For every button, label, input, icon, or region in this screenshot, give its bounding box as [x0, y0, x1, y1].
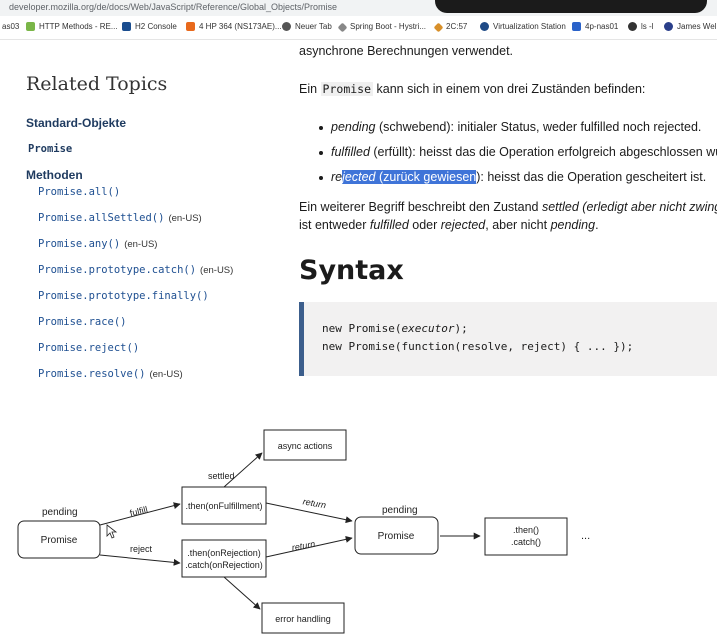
code-line-2: new Promise(function(resolve, reject) { …: [322, 340, 634, 353]
arrow-fulfill: [99, 502, 181, 526]
label-fulfill: fulfill: [129, 504, 149, 518]
node-catch-label: .catch(): [511, 537, 541, 547]
inline-code: Promise: [320, 82, 374, 96]
sidebar-item-promise-catch[interactable]: Promise.prototype.catch()(en-US): [38, 264, 234, 276]
mouse-cursor-icon: [106, 524, 118, 539]
node-async-actions: [263, 429, 347, 461]
bookmark-item[interactable]: HTTP Methods - RE...: [26, 22, 118, 31]
label-pending-right: pending: [382, 505, 418, 516]
node-then-fulfillment-label: .then(onFulfillment): [185, 501, 262, 511]
arrow-to-async-actions: [223, 452, 263, 488]
code-line-1: new Promise(executor);: [322, 322, 468, 335]
sidebar-methods-heading: Methoden: [26, 168, 83, 182]
node-then-label: .then(): [513, 525, 539, 535]
node-promise-right: [354, 516, 439, 555]
bookmark-item[interactable]: 4 HP 364 (NS173AE)...: [186, 22, 282, 31]
label-return-2: return: [291, 539, 316, 553]
bookmark-item[interactable]: as03: [2, 22, 20, 31]
sidebar-section-standard-objects[interactable]: Standard-Objekte: [26, 116, 127, 130]
paragraph-settled-2: ist entweder fulfilled oder rejected, ab…: [299, 218, 599, 232]
sidebar-item-promise-any[interactable]: Promise.any()(en-US): [38, 238, 158, 250]
bookmark-icon: [186, 22, 195, 31]
bullet: [319, 151, 323, 155]
node-error-handling: [261, 602, 345, 634]
bookmark-item[interactable]: Neuer Tab: [282, 22, 332, 31]
bookmark-icon: [628, 22, 637, 31]
url-text: developer.mozilla.org/de/docs/Web/JavaSc…: [9, 2, 337, 12]
node-catch-rejection-label: .catch(onRejection): [185, 560, 263, 570]
globe-icon: [282, 22, 291, 31]
bookmark-icon: [572, 22, 581, 31]
bookmark-icon: [122, 22, 131, 31]
bookmark-icon: [337, 22, 348, 33]
ellipsis: ...: [581, 530, 590, 542]
bookmarks-bar: as03 HTTP Methods - RE... H2 Console 4 H…: [0, 16, 717, 40]
node-promise-left: [17, 520, 101, 559]
arrow-return-reject: [265, 535, 353, 558]
code-block[interactable]: new Promise(executor); new Promise(funct…: [299, 302, 717, 376]
paragraph-intro: Ein Promise kann sich in einem von drei …: [299, 82, 646, 96]
node-promise-right-label: Promise: [378, 531, 415, 542]
bookmark-item[interactable]: 4p-nas01: [572, 22, 618, 31]
node-promise-left-label: Promise: [41, 535, 78, 546]
paragraph-top: asynchrone Berechnungen verwendet.: [299, 44, 514, 58]
address-bar[interactable]: developer.mozilla.org/de/docs/Web/JavaSc…: [0, 0, 717, 16]
list-item-pending: pending (schwebend): initialer Status, w…: [319, 120, 701, 134]
bullet: [319, 176, 323, 180]
bookmark-item[interactable]: ls -l: [628, 22, 653, 31]
bookmark-icon: [26, 22, 35, 31]
bookmark-item[interactable]: 2C:57: [433, 22, 467, 33]
bookmark-item[interactable]: Virtualization Station: [480, 22, 566, 31]
related-topics-sidebar: Related Topics Standard-Objekte Promise …: [0, 40, 290, 390]
sidebar-item-promise-race[interactable]: Promise.race(): [38, 316, 127, 328]
label-pending-left: pending: [42, 507, 78, 518]
label-return-1: return: [302, 496, 327, 510]
label-reject: reject: [130, 544, 153, 554]
node-then-catch-rejection: [181, 539, 267, 578]
bookmark-icon: [433, 22, 444, 33]
sidebar-item-promise-finally[interactable]: Promise.prototype.finally(): [38, 290, 209, 302]
node-async-actions-label: async actions: [278, 441, 333, 451]
sidebar-item-promise-reject[interactable]: Promise.reject(): [38, 342, 140, 354]
list-item-rejected: rejected (zurück gewiesen): heisst das d…: [319, 170, 706, 184]
list-item-fulfilled: fulfilled (erfüllt): heisst das die Oper…: [319, 145, 717, 159]
bookmark-icon: [480, 22, 489, 31]
sidebar-item-promise-allsettled[interactable]: Promise.allSettled()(en-US): [38, 212, 202, 224]
label-settled: settled: [208, 471, 235, 481]
arrow-reject: [99, 554, 181, 566]
node-then-fulfillment: [181, 486, 267, 525]
notification-pill: [435, 0, 707, 13]
bookmark-item[interactable]: James Wel: [664, 22, 716, 31]
node-then-rejection-label: .then(onRejection): [187, 548, 261, 558]
arrow-to-error-handling: [223, 576, 261, 610]
arrow-return-fulfill: [265, 502, 353, 524]
paragraph-settled-1: Ein weiterer Begriff beschreibt den Zust…: [299, 200, 717, 214]
sidebar-title: Related Topics: [26, 73, 168, 95]
bookmark-item[interactable]: H2 Console: [122, 22, 177, 31]
sidebar-item-promise-resolve[interactable]: Promise.resolve()(en-US): [38, 368, 183, 380]
syntax-heading: Syntax: [299, 255, 404, 286]
node-error-handling-label: error handling: [275, 614, 331, 624]
sidebar-item-promise-all[interactable]: Promise.all(): [38, 186, 121, 198]
bookmark-icon: [664, 22, 673, 31]
text-selection[interactable]: jected (zurück gewiesen: [342, 170, 477, 184]
bookmark-item[interactable]: Spring Boot - Hystri...: [337, 22, 426, 33]
promise-flow-diagram: pending Promise fulfill reject settled .…: [17, 429, 590, 634]
sidebar-item-promise[interactable]: Promise: [28, 143, 73, 155]
article-content: asynchrone Berechnungen verwendet. Ein P…: [299, 40, 717, 390]
node-then-catch: [484, 517, 568, 556]
bullet: [319, 126, 323, 130]
